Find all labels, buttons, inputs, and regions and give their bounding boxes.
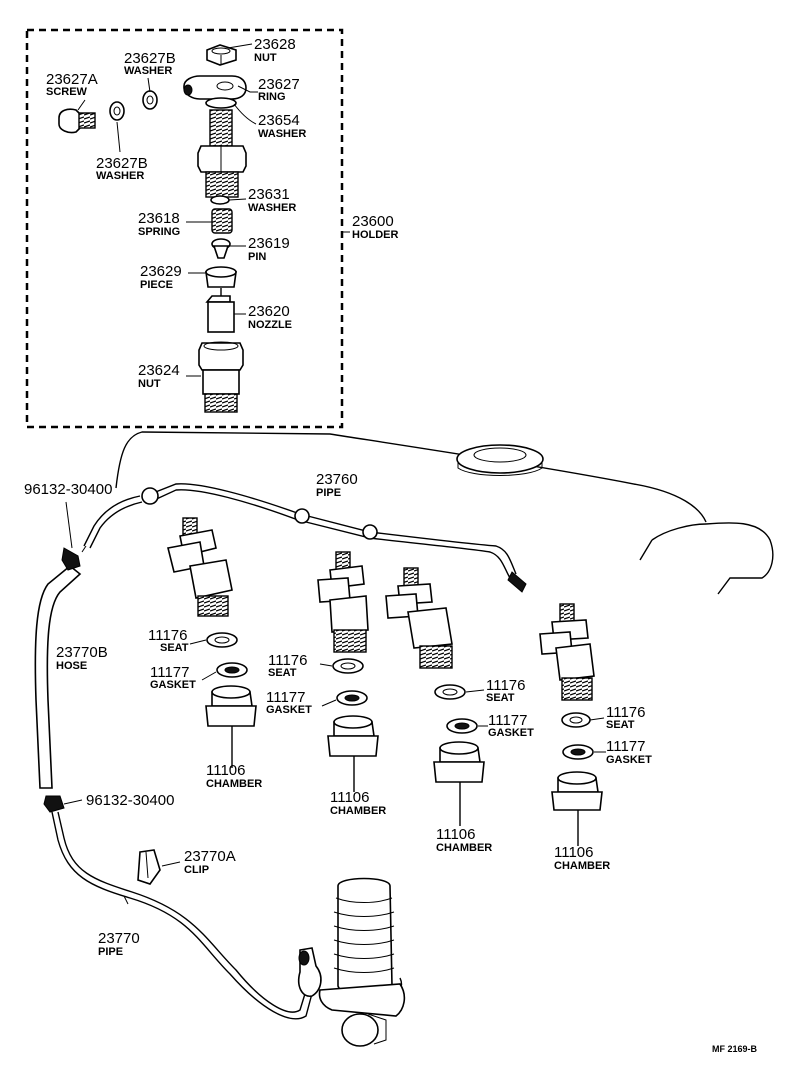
label-23627b-lower-desc: WASHER (96, 170, 144, 182)
label-c2-gasket-number: 11177 (266, 689, 306, 706)
label-c1-gasket-number: 11177 (150, 664, 190, 681)
label-c4-gasket-number: 11177 (606, 738, 646, 755)
washer-23654-part (205, 97, 237, 109)
bellows-boot-part (318, 877, 406, 1047)
label-c2-seat-desc: SEAT (268, 667, 297, 679)
oil-filler-cap (456, 444, 544, 476)
label-c3-gasket-desc: GASKET (488, 727, 534, 739)
label-23618-desc: SPRING (138, 226, 180, 238)
pin-23619-part (211, 238, 231, 259)
holder-body-part (197, 109, 247, 198)
label-c3-gasket-number: 11177 (488, 712, 528, 729)
holder-leaders (77, 43, 350, 377)
label-23654-number: 23654 (258, 112, 300, 129)
nozzle-holder-4-part (539, 603, 595, 701)
label-23627b-lower-number: 23627B (96, 155, 148, 172)
screw-23627a-part (58, 108, 96, 134)
label-c3-chamber-number: 11106 (436, 826, 476, 843)
label-23624-desc: NUT (138, 378, 161, 390)
label-23629-desc: PIECE (140, 279, 173, 291)
label-c4-chamber-number: 11106 (554, 844, 594, 861)
piece-23629-part (205, 266, 237, 288)
label-23631-number: 23631 (248, 186, 290, 203)
label-c3-seat-number: 11176 (486, 677, 526, 694)
nozzle-holder-2-part (317, 551, 369, 653)
label-23620-desc: NOZZLE (248, 319, 292, 331)
ring-23627-part (183, 75, 247, 100)
label-23628-desc: NUT (254, 52, 277, 64)
label-c4-gasket-desc: GASKET (606, 754, 652, 766)
label-c1-chamber-desc: CHAMBER (206, 778, 262, 790)
label-c2-seat-number: 11176 (268, 652, 308, 669)
label-c2-gasket-desc: GASKET (266, 704, 312, 716)
hose-23770b-part (34, 501, 83, 813)
label-96132-lower-number: 96132-30400 (86, 792, 174, 809)
label-23618-number: 23618 (138, 210, 180, 227)
label-23627a-desc: SCREW (46, 86, 88, 98)
label-23627b-upper-desc: WASHER (124, 65, 172, 77)
injection-pipe-23760-part (81, 483, 527, 593)
label-23770-desc: PIPE (98, 946, 123, 958)
label-c2-chamber-desc: CHAMBER (330, 805, 386, 817)
label-23760-desc: PIPE (316, 487, 341, 499)
washer-23627b-upper-part (142, 90, 158, 110)
label-23770-number: 23770 (98, 930, 140, 947)
combustion-parts-set-4 (551, 712, 603, 846)
combustion-parts-set-2 (327, 658, 379, 792)
combustion-parts-set-1 (205, 632, 257, 768)
part-labels: 23628 NUT 23627B WASHER 23627A SCREW 236… (24, 36, 758, 1054)
label-c2-chamber-number: 11106 (330, 789, 370, 806)
combustion-leaders (189, 639, 606, 753)
label-23620-number: 23620 (248, 303, 290, 320)
label-23654-desc: WASHER (258, 128, 306, 140)
label-c3-chamber-desc: CHAMBER (436, 842, 492, 854)
nut-23624-part (198, 341, 244, 413)
label-23627-desc: RING (258, 91, 286, 103)
label-c4-seat-number: 11176 (606, 704, 646, 721)
label-23631-desc: WASHER (248, 202, 296, 214)
label-c4-chamber-desc: CHAMBER (554, 860, 610, 872)
diagram-code: MF 2169-B (712, 1044, 758, 1054)
label-23628-number: 23628 (254, 36, 296, 53)
washer-23627b-lower-part (109, 101, 125, 121)
washer-23631-part (210, 195, 230, 205)
label-23770b-desc: HOSE (56, 660, 87, 672)
nozzle-holder-1-part (167, 517, 233, 617)
combustion-parts-set-3 (433, 684, 485, 826)
label-c1-seat-number: 11176 (148, 627, 188, 644)
label-23624-number: 23624 (138, 362, 180, 379)
label-23627-number: 23627 (258, 76, 300, 93)
return-pipe-23770-part (51, 811, 322, 1020)
clip-23770a-part (137, 849, 181, 885)
label-23619-number: 23619 (248, 235, 290, 252)
label-23600-number: 23600 (352, 213, 394, 230)
label-c4-seat-desc: SEAT (606, 719, 635, 731)
label-c1-gasket-desc: GASKET (150, 679, 196, 691)
label-23760-number: 23760 (316, 471, 358, 488)
nozzle-23620-part (205, 288, 235, 333)
spring-23618-part (211, 208, 233, 234)
nut-23628-part (206, 44, 237, 66)
label-96132-upper-number: 96132-30400 (24, 481, 112, 498)
label-23770b-number: 23770B (56, 644, 108, 661)
label-23770a-desc: CLIP (184, 864, 209, 876)
label-23770a-number: 23770A (184, 848, 236, 865)
label-23600-desc: HOLDER (352, 229, 399, 241)
label-23629-number: 23629 (140, 263, 182, 280)
label-23627b-upper-number: 23627B (124, 50, 176, 67)
nozzle-holder-3-part (385, 567, 453, 669)
label-c3-seat-desc: SEAT (486, 692, 515, 704)
label-23627a-number: 23627A (46, 71, 98, 88)
label-c1-seat-desc: SEAT (160, 642, 189, 654)
holder-assembly-box (25, 28, 344, 429)
label-c1-chamber-number: 11106 (206, 762, 246, 779)
label-23619-desc: PIN (248, 251, 266, 263)
